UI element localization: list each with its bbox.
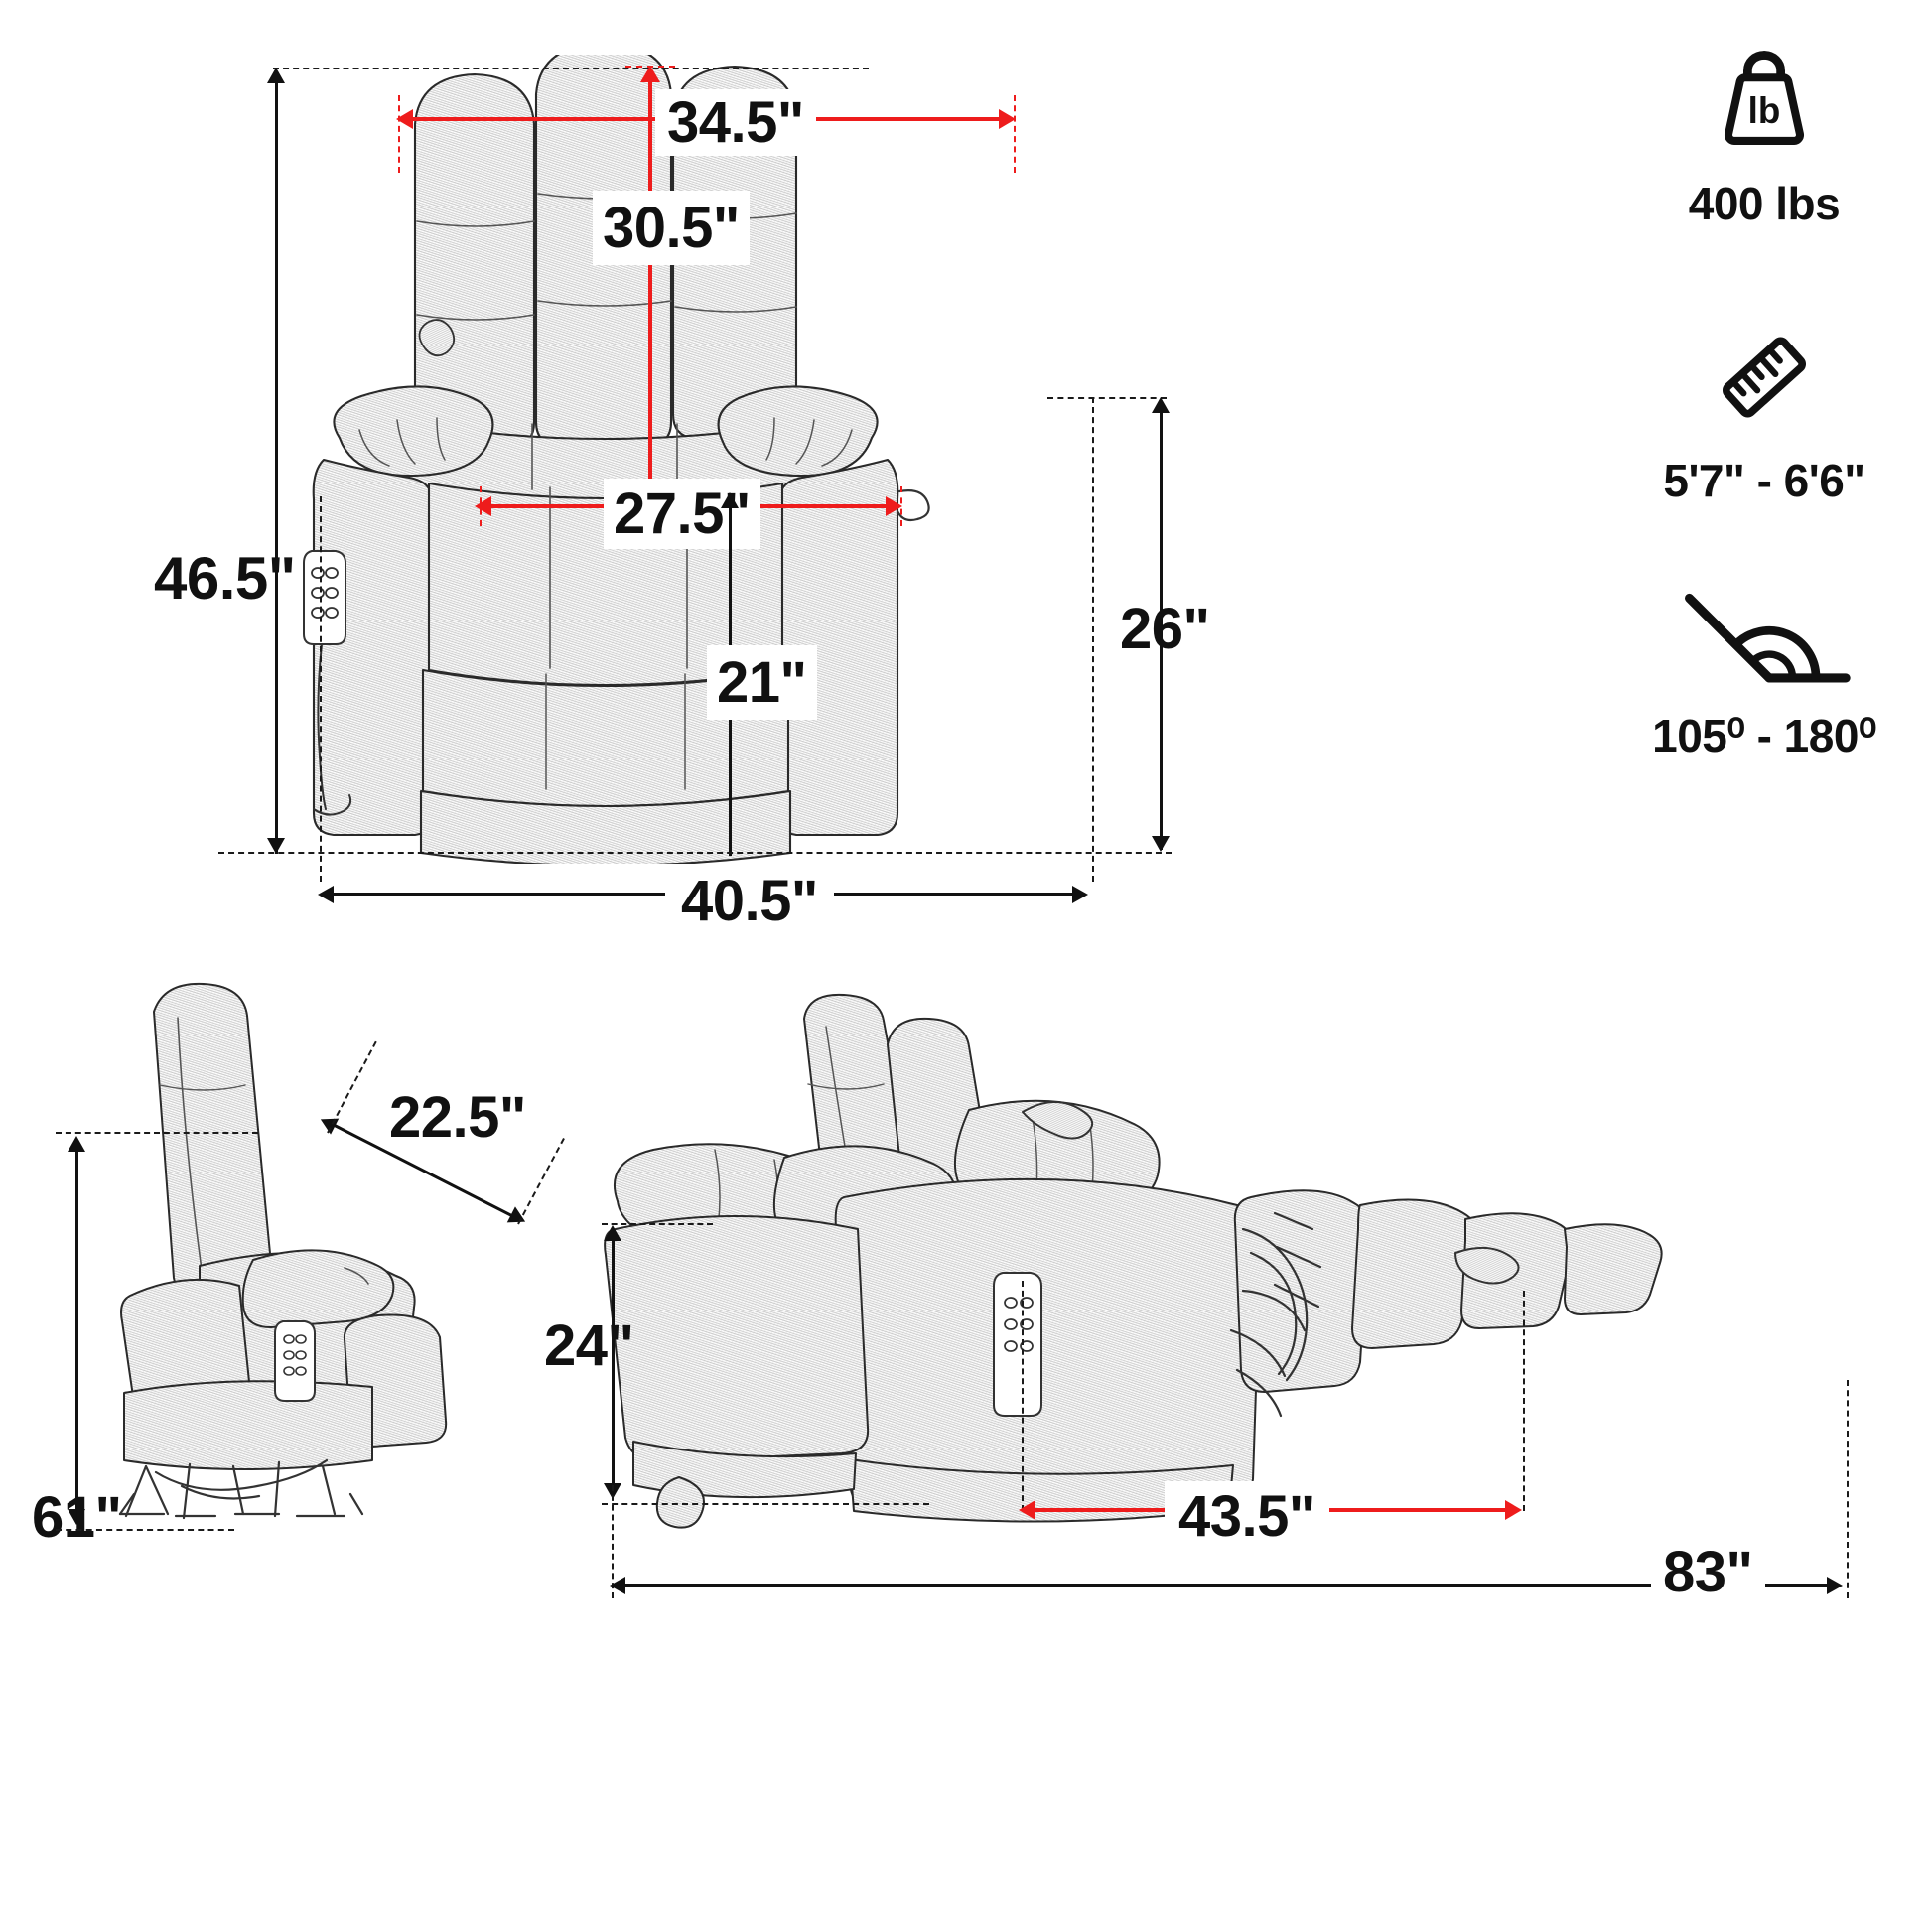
arrowhead-recline-body-left bbox=[1019, 1500, 1035, 1520]
arrowhead-lift-height-top bbox=[68, 1136, 85, 1152]
spec-weight-capacity: lb 400 lbs bbox=[1689, 45, 1841, 230]
guide-recline-body-left bbox=[1022, 1281, 1024, 1511]
dim-line-overall-height bbox=[275, 71, 278, 854]
dim-line-recline-length bbox=[621, 1584, 1839, 1587]
guide-recline-height-bottom bbox=[602, 1503, 929, 1505]
arrowhead-recline-body-right bbox=[1505, 1500, 1522, 1520]
arrowhead-overall-width-left bbox=[318, 886, 334, 903]
guide-backrest-width-left bbox=[398, 95, 400, 173]
specs-info-column: lb 400 lbs 5'7" - 6'6" bbox=[1596, 45, 1932, 762]
dim-line-seat-height bbox=[1160, 401, 1163, 850]
dimension-label-overall-width: 40.5" bbox=[665, 866, 834, 936]
dimension-label-seat-height: 26" bbox=[1120, 597, 1210, 661]
chair-lifted-illustration bbox=[94, 978, 511, 1534]
guide-overall-width-left bbox=[320, 496, 322, 882]
dim-line-lift-height bbox=[75, 1142, 78, 1521]
arrowhead-lift-height-bottom bbox=[68, 1509, 85, 1525]
arrowhead-recline-length-left bbox=[610, 1577, 625, 1594]
user-height-value: 5'7" - 6'6" bbox=[1663, 455, 1865, 506]
spec-user-height: 5'7" - 6'6" bbox=[1663, 322, 1865, 507]
weight-capacity-value: 400 lbs bbox=[1688, 178, 1841, 229]
dimension-label-lift-height: 61" bbox=[32, 1485, 122, 1550]
chair-front-illustration bbox=[298, 55, 1122, 864]
arrowhead-overall-height-top bbox=[267, 68, 285, 83]
chair-reclined-illustration bbox=[596, 993, 1718, 1534]
arrowhead-backrest-height-top bbox=[640, 66, 660, 82]
dimension-label-backrest-height: 30.5" bbox=[593, 191, 750, 265]
dimension-label-recline-body: 43.5" bbox=[1165, 1481, 1329, 1552]
arrowhead-seat-depth-top bbox=[721, 492, 739, 508]
dimension-label-seat-depth: 21" bbox=[707, 645, 817, 720]
arrowhead-overall-width-right bbox=[1072, 886, 1088, 903]
dim-line-backrest-height bbox=[648, 73, 652, 488]
arrowhead-seat-width-left bbox=[475, 496, 491, 516]
arrowhead-overall-height-bottom bbox=[267, 838, 285, 854]
arrowhead-recline-length-right bbox=[1827, 1577, 1843, 1594]
guide-top-overall-height bbox=[273, 68, 869, 69]
ruler-icon bbox=[1709, 322, 1820, 438]
dimension-label-overall-height: 46.5" bbox=[154, 545, 296, 612]
dimension-label-seat-width: 27.5" bbox=[604, 479, 760, 549]
dim-line-recline-height bbox=[612, 1231, 615, 1495]
guide-recline-length-left bbox=[612, 1485, 614, 1598]
dimension-label-lift-seat-depth: 22.5" bbox=[389, 1085, 526, 1150]
arrowhead-seat-width-right bbox=[886, 496, 902, 516]
guide-backrest-width-right bbox=[1014, 95, 1016, 173]
guide-overall-width-right bbox=[1092, 397, 1094, 882]
guide-recline-body-right bbox=[1523, 1291, 1525, 1511]
arrowhead-backrest-width-right bbox=[999, 109, 1016, 129]
guide-base-line bbox=[218, 852, 1172, 854]
arrowhead-backrest-width-left bbox=[396, 109, 413, 129]
dimension-label-recline-length: 83" bbox=[1651, 1537, 1765, 1607]
guide-seat-height-top bbox=[1047, 397, 1167, 399]
recline-angle-value: 105⁰ - 180⁰ bbox=[1652, 710, 1876, 761]
angle-icon bbox=[1670, 585, 1859, 693]
arrowhead-seat-height-top bbox=[1152, 397, 1170, 413]
arrowhead-seat-height-bottom bbox=[1152, 836, 1170, 852]
weight-lb-icon: lb bbox=[1709, 45, 1820, 161]
guide-lift-height-top bbox=[56, 1132, 258, 1134]
dimension-label-backrest-width: 34.5" bbox=[655, 89, 816, 156]
guide-recline-length-right bbox=[1847, 1380, 1849, 1598]
guide-recline-height-top bbox=[602, 1223, 713, 1225]
guide-lift-seat-depth-lower bbox=[517, 1138, 565, 1225]
dimension-label-recline-height: 24" bbox=[544, 1313, 634, 1378]
guide-lift-height-bottom bbox=[56, 1529, 234, 1531]
spec-recline-angle: 105⁰ - 180⁰ bbox=[1652, 585, 1876, 762]
svg-text:lb: lb bbox=[1748, 90, 1781, 131]
arrowhead-recline-height-top bbox=[604, 1225, 621, 1241]
